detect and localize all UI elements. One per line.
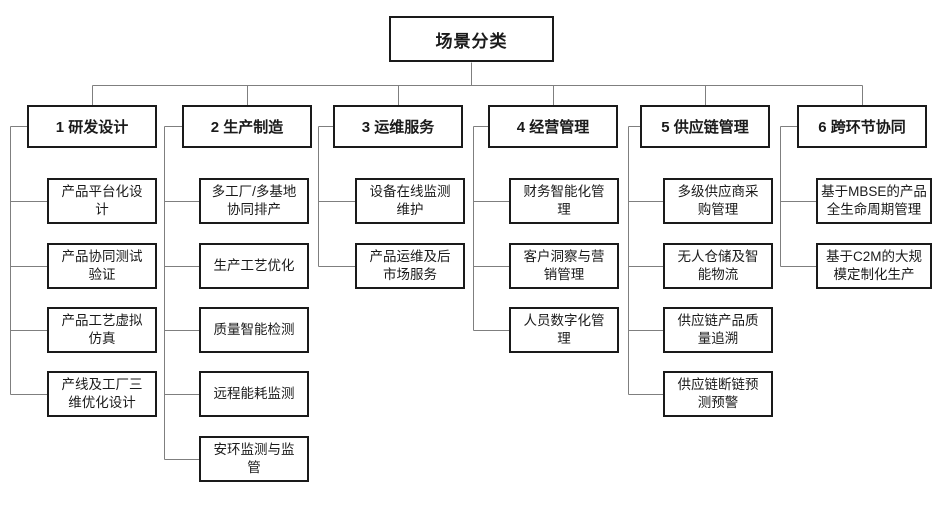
category-node-1: 1 研发设计 [27, 105, 157, 148]
scenario-node-4-2: 客户洞察与营 销管理 [509, 243, 619, 289]
scenario-node-1-2: 产品协同测试 验证 [47, 243, 157, 289]
root-node: 场景分类 [389, 16, 554, 62]
scenario-node-2-3: 质量智能检测 [199, 307, 309, 353]
scenario-node-2-4: 远程能耗监测 [199, 371, 309, 417]
scenario-node-5-2: 无人仓储及智 能物流 [663, 243, 773, 289]
category-node-2: 2 生产制造 [182, 105, 312, 148]
scenario-node-4-3: 人员数字化管 理 [509, 307, 619, 353]
category-node-5: 5 供应链管理 [640, 105, 770, 148]
scenario-node-4-1: 财务智能化管 理 [509, 178, 619, 224]
scenario-node-2-5: 安环监测与监 管 [199, 436, 309, 482]
scenario-node-2-1: 多工厂/多基地 协同排产 [199, 178, 309, 224]
scenario-node-3-2: 产品运维及后 市场服务 [355, 243, 465, 289]
scenario-node-3-1: 设备在线监测 维护 [355, 178, 465, 224]
scenario-node-1-4: 产线及工厂三 维优化设计 [47, 371, 157, 417]
scenario-node-6-1: 基于MBSE的产品 全生命周期管理 [816, 178, 932, 224]
scenario-node-5-3: 供应链产品质 量追溯 [663, 307, 773, 353]
scenario-node-5-4: 供应链断链预 测预警 [663, 371, 773, 417]
category-node-4: 4 经营管理 [488, 105, 618, 148]
category-node-3: 3 运维服务 [333, 105, 463, 148]
scenario-node-1-1: 产品平台化设 计 [47, 178, 157, 224]
scenario-node-2-2: 生产工艺优化 [199, 243, 309, 289]
scenario-node-6-2: 基于C2M的大规 模定制化生产 [816, 243, 932, 289]
category-node-6: 6 跨环节协同 [797, 105, 927, 148]
scenario-node-5-1: 多级供应商采 购管理 [663, 178, 773, 224]
scenario-node-1-3: 产品工艺虚拟 仿真 [47, 307, 157, 353]
